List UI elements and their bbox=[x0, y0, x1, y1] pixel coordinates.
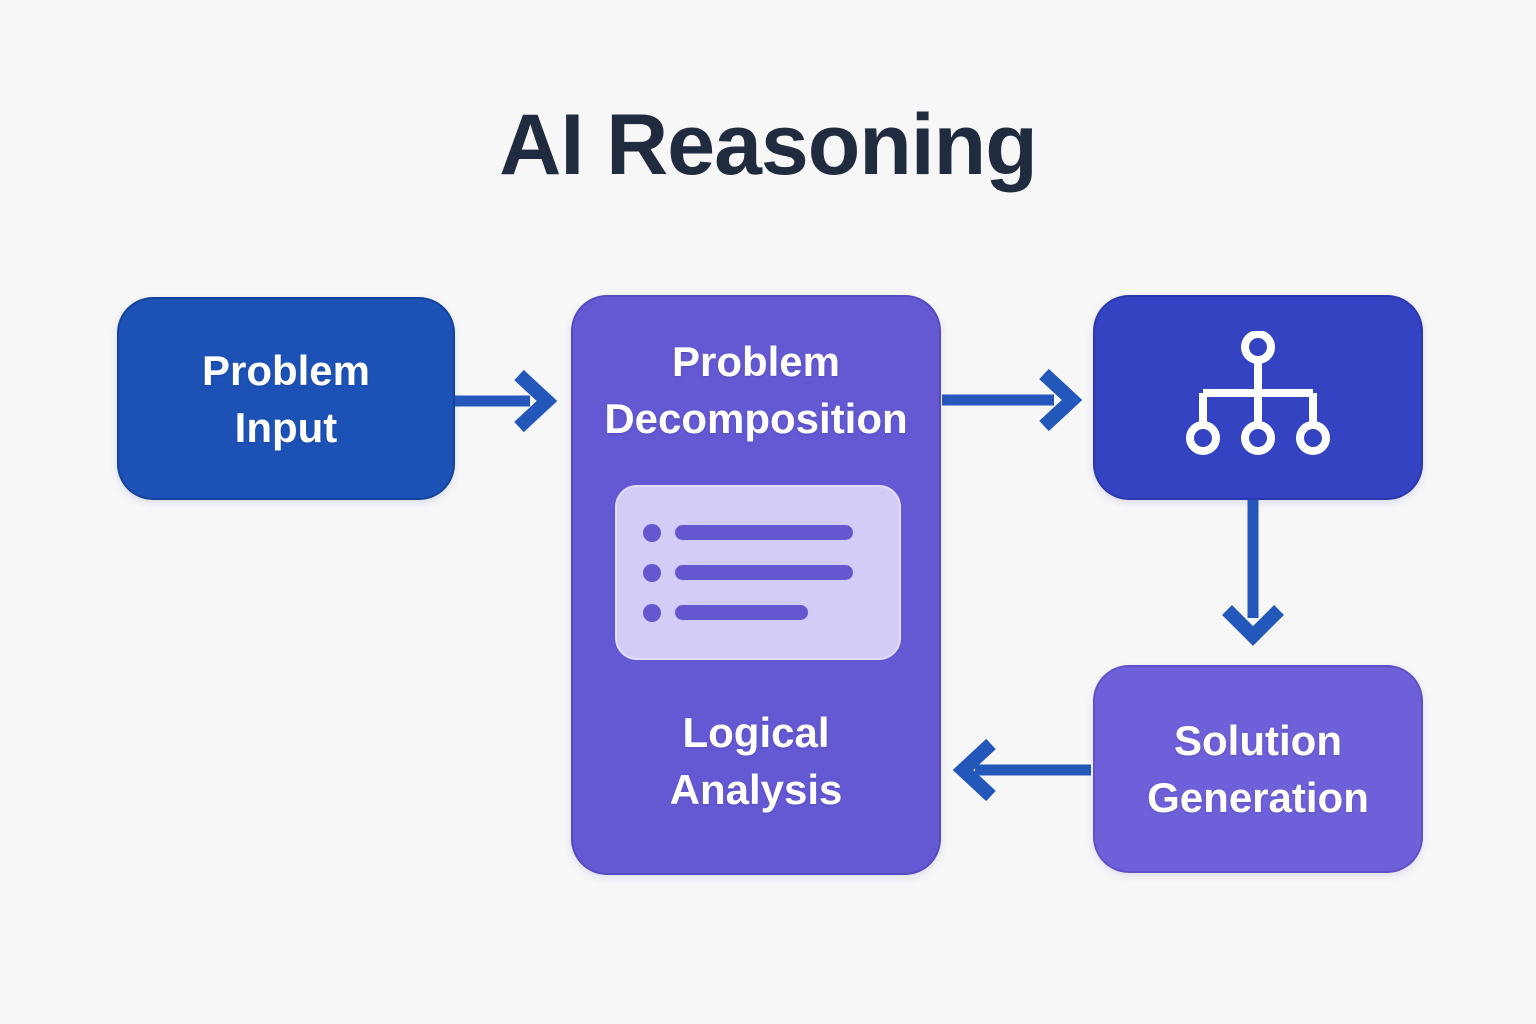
arrow-solution-to-decomposition-icon bbox=[952, 738, 1091, 802]
arrow-hierarchy-to-solution-icon bbox=[1222, 500, 1284, 646]
node-problem-decomposition: Problem Decomposition Logical Analysis bbox=[571, 295, 941, 875]
label-line: Solution bbox=[1174, 717, 1342, 764]
list-item bbox=[643, 563, 901, 582]
label-line: Generation bbox=[1147, 774, 1369, 821]
node-problem-decomposition-label: Problem Decomposition bbox=[573, 333, 939, 447]
list-bullet-icon bbox=[643, 603, 661, 622]
hierarchy-tree-icon bbox=[1186, 330, 1330, 455]
list-bullet-icon bbox=[643, 563, 661, 582]
label-line: Logical bbox=[682, 709, 830, 756]
label-line: Decomposition bbox=[604, 395, 908, 442]
list-item bbox=[643, 523, 901, 542]
label-line: Problem bbox=[671, 338, 841, 385]
label-line: Analysis bbox=[669, 766, 843, 813]
list-line-icon bbox=[675, 605, 808, 620]
node-hierarchy bbox=[1093, 295, 1423, 500]
node-solution-generation-label: Solution Generation bbox=[1147, 712, 1369, 826]
arrow-decomposition-to-hierarchy-icon bbox=[942, 368, 1083, 432]
node-solution-generation: Solution Generation bbox=[1093, 665, 1423, 873]
list-line-icon bbox=[675, 525, 853, 540]
label-line: Problem bbox=[201, 346, 371, 394]
list-bullet-icon bbox=[643, 523, 661, 542]
list-line-icon bbox=[675, 565, 853, 580]
node-problem-input-label: Problem Input bbox=[202, 342, 370, 456]
label-line: Input bbox=[234, 403, 338, 451]
page-title: AI Reasoning bbox=[499, 97, 1038, 193]
node-problem-input: Problem Input bbox=[117, 297, 455, 500]
arrow-input-to-decomposition-icon bbox=[455, 369, 558, 433]
node-logical-analysis-label: Logical Analysis bbox=[573, 704, 939, 818]
bullet-list-icon bbox=[615, 485, 901, 660]
list-item bbox=[643, 603, 901, 622]
